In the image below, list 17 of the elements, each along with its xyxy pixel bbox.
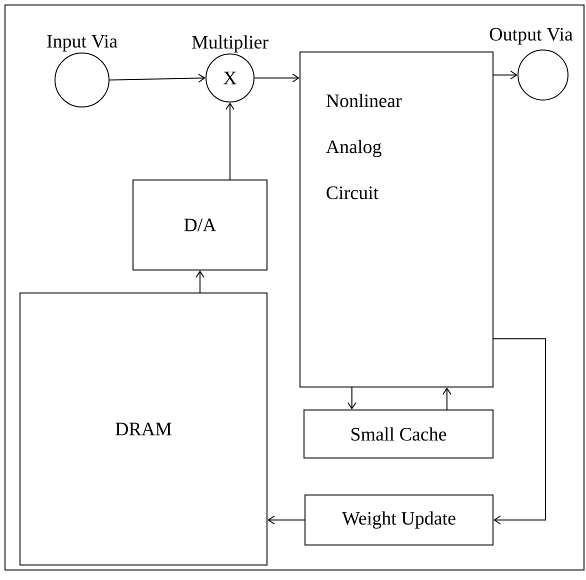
arrow — [493, 338, 546, 524]
node-label: Input Via — [47, 34, 118, 52]
block-box: Small Cache — [304, 410, 494, 458]
node-label: Multiplier — [192, 35, 268, 52]
block-box: Weight Update — [304, 494, 494, 546]
block-box: DRAM — [20, 292, 268, 566]
arrow — [196, 270, 204, 293]
arrow — [254, 74, 300, 82]
arrow — [109, 74, 206, 83]
block-box: Nonlinear Analog Circuit — [300, 52, 494, 388]
node-label: Output Via — [490, 28, 573, 44]
arrow — [268, 516, 305, 524]
arrow — [347, 387, 356, 410]
arrow — [226, 102, 234, 180]
block-box: D/A — [132, 180, 268, 270]
arrow — [493, 70, 518, 80]
arrow — [442, 388, 452, 410]
